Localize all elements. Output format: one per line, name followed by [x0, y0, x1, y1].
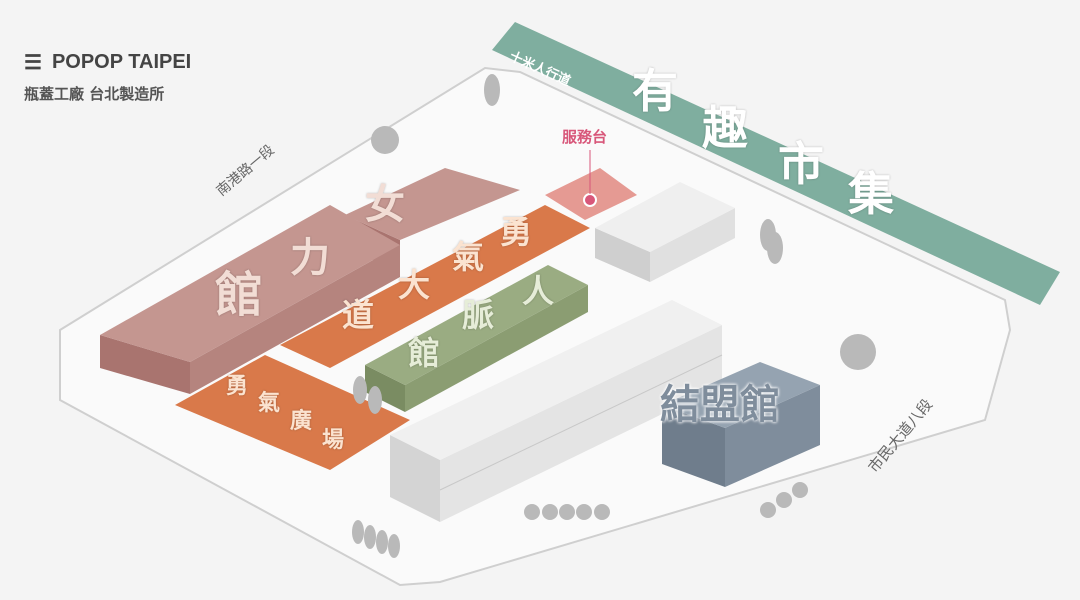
plaza-char: 場 — [322, 428, 345, 453]
gray-building-front — [595, 228, 650, 282]
plaza-char: 氣 — [258, 391, 281, 416]
alliance-hall-front — [662, 405, 725, 487]
market-char: 有 — [632, 64, 678, 118]
women-hall-char: 女 — [365, 182, 405, 228]
network-hall-side — [405, 285, 588, 412]
market-char: 趣 — [702, 101, 748, 155]
market-char: 市 — [778, 137, 824, 191]
alliance-hall-side — [725, 385, 820, 487]
avenue-char: 勇 — [500, 213, 533, 251]
courage-avenue[interactable] — [280, 205, 590, 368]
alliance-hall-label[interactable]: 結盟館 — [660, 382, 780, 428]
logo-brand: POPOP TAIPEI — [51, 51, 192, 73]
avenue-char: 大 — [398, 266, 431, 304]
women-hall-back-top[interactable] — [345, 168, 520, 240]
network-hall-top[interactable] — [365, 265, 588, 385]
gray-building-side — [650, 208, 735, 282]
walkway-strip[interactable] — [492, 22, 1060, 305]
white-building-front — [390, 435, 440, 522]
white-building-side — [440, 325, 722, 522]
women-hall-front — [100, 335, 190, 394]
white-building-top — [390, 300, 722, 460]
gray-building-top — [595, 182, 735, 252]
plaza-char: 廣 — [290, 409, 313, 434]
courage-plaza[interactable] — [175, 355, 410, 470]
logo-mark-icon: ☰ — [24, 52, 42, 74]
network-hall-char: 人 — [522, 272, 555, 310]
network-hall-char: 脈 — [462, 296, 495, 334]
service-desk-label[interactable]: 服務台 — [562, 128, 608, 146]
avenue-char: 道 — [342, 296, 375, 334]
women-hall-char: 力 — [290, 235, 330, 281]
market-char: 集 — [848, 167, 894, 221]
logo-subtitle: 瓶蓋工廠 台北製造所 — [24, 85, 165, 103]
logo[interactable]: ☰ POPOP TAIPEI 瓶蓋工廠 台北製造所 — [24, 50, 191, 104]
tree-icons — [352, 74, 876, 558]
alliance-hall-top[interactable] — [662, 362, 820, 428]
network-hall-char: 館 — [408, 334, 441, 372]
women-hall-char: 館 — [215, 267, 264, 323]
service-desk-pin[interactable] — [583, 193, 597, 207]
women-hall-top[interactable] — [100, 205, 400, 362]
plaza-char: 勇 — [226, 374, 249, 399]
network-hall-front — [365, 365, 405, 412]
avenue-char: 氣 — [452, 238, 485, 276]
women-hall-side — [190, 245, 400, 394]
